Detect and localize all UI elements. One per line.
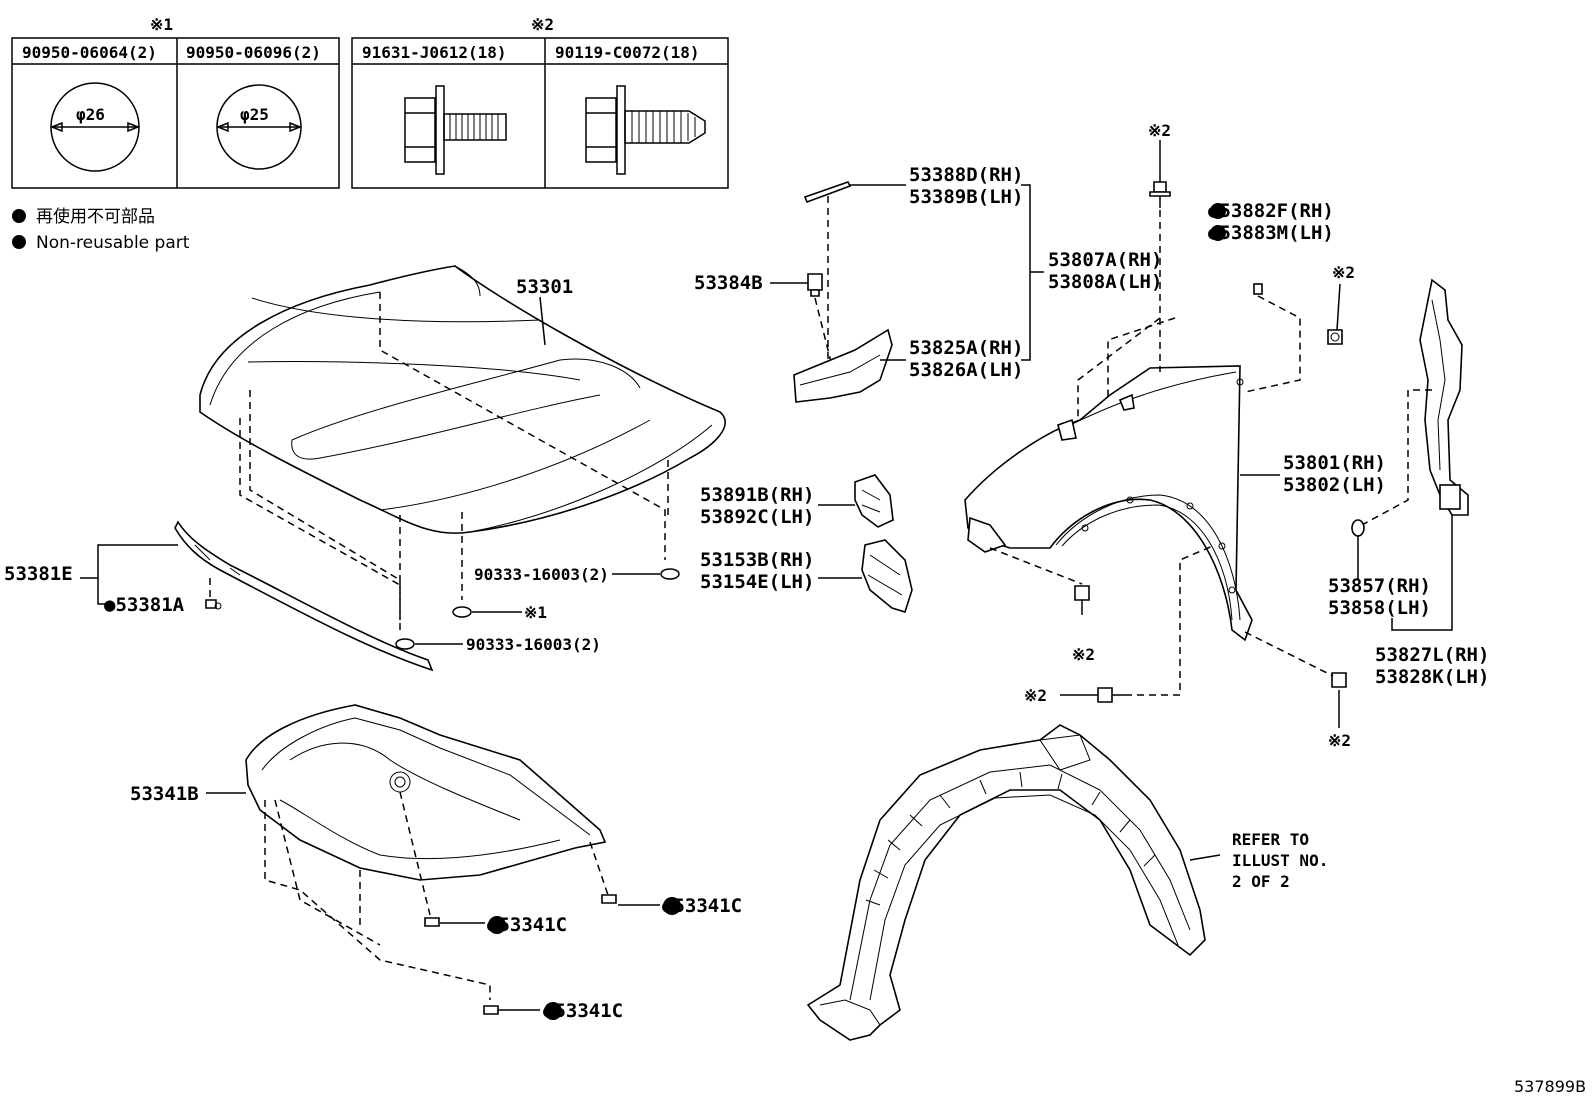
protector-rh-label: 53827L(RH)	[1375, 644, 1489, 666]
fender-rh-label: 53801(RH)	[1283, 452, 1386, 474]
cushion-53384-label: 53384B	[694, 272, 763, 294]
fender-bolt-lower-icon	[1074, 585, 1090, 615]
insulator-clip-1-icon	[601, 894, 617, 904]
table1-frame	[11, 37, 340, 189]
clip-rh-label: ●53882F(RH)	[1208, 200, 1334, 222]
bracket-lh-label: 53826A(LH)	[909, 359, 1023, 381]
protector-lh-label: 53828K(LH)	[1375, 666, 1489, 688]
hood-seal-clip-label: ●53381A	[104, 594, 185, 616]
fender-set-rh-label: 53807A(RH)	[1048, 249, 1162, 271]
hood-dashes	[239, 292, 669, 630]
plug-1-dim: φ26	[76, 105, 105, 124]
insulator-dashes	[264, 791, 609, 1000]
fender-set-lh-label: 53808A(LH)	[1048, 271, 1162, 293]
seal-clip-icon	[205, 599, 222, 610]
group1-mark: ※1	[150, 15, 173, 34]
insulator-clip-2-icon	[424, 917, 440, 927]
side-seal-rh-label: 53891B(RH)	[700, 484, 814, 506]
refer-line-1: REFER TO	[1232, 830, 1309, 849]
insulator-clip-1-label: ●53341C	[662, 895, 742, 917]
bracket-rh-label: 53825A(RH)	[909, 337, 1023, 359]
side-seal-lh-label: 53892C(LH)	[700, 506, 814, 528]
fender-nut-right-icon	[1327, 329, 1343, 345]
bolt-lower-mark: ※2	[1072, 645, 1095, 664]
tapping-screw-icon	[585, 85, 706, 175]
insulator-label: 53341B	[130, 783, 199, 805]
hood-cushion-lh	[395, 638, 415, 650]
hood-insulator	[245, 704, 607, 881]
legend-jp: 再使用不可部品	[36, 206, 155, 227]
fastener-col1-label: 90950-06064(2)	[22, 43, 157, 62]
hood-seal-label: 53381E	[4, 563, 73, 585]
clip-lh-label: ●53883M(LH)	[1208, 222, 1334, 244]
insulator-clip-2-label: ●53341C	[487, 914, 567, 936]
front-fender	[964, 365, 1253, 642]
rear-seal-lh-label: 53858(LH)	[1328, 597, 1431, 619]
nut-bottom-mark: ※2	[1328, 731, 1351, 750]
legend: 再使用不可部品 Non-reusable part	[12, 206, 190, 253]
seal-upper-rh-label: 53388D(RH)	[909, 164, 1023, 186]
flange-bolt-icon	[404, 85, 507, 175]
refer-line-3: 2 OF 2	[1232, 872, 1290, 891]
hole-plug-1-icon	[49, 82, 141, 172]
pad-rh-label: 53153B(RH)	[700, 549, 814, 571]
hole-plug-2-icon	[215, 84, 303, 170]
group2-mark: ※2	[531, 15, 554, 34]
cushion-53384-icon	[807, 273, 823, 297]
fender-bracket	[793, 328, 893, 403]
hood-cushion-rh	[660, 568, 680, 580]
fastener-col2-label: 90950-06096(2)	[186, 43, 321, 62]
legend-en: Non-reusable part	[36, 233, 190, 253]
fastener-col3-label: 91631-J0612(18)	[362, 43, 507, 62]
fastener-table: ※1 ※2 90950-06064(2) 90950-06096(2) 9163…	[11, 15, 729, 189]
side-seal	[854, 474, 894, 528]
rear-seal-rh-label: 53857(RH)	[1328, 575, 1431, 597]
seal-upper-lh-label: 53389B(LH)	[909, 186, 1023, 208]
plug-2-dim: φ25	[240, 105, 269, 124]
cushion-mark-label: ※1	[524, 603, 547, 622]
rear-seal-icon	[1351, 519, 1365, 537]
table2-frame	[351, 37, 729, 189]
nut-right-mark: ※2	[1332, 263, 1355, 282]
hood-panel	[199, 265, 726, 534]
refer-line-2: ILLUST NO.	[1232, 851, 1328, 870]
fender-liner	[806, 724, 1206, 1041]
pad-lh-label: 53154E(LH)	[700, 571, 814, 593]
fender-clip-icon	[1253, 283, 1263, 295]
fender-bolt-bottom-icon	[1097, 687, 1125, 703]
hood-label: 53301	[516, 276, 573, 298]
fender-pad	[861, 539, 913, 613]
cushion-b-label: 90333-16003(2)	[466, 635, 601, 654]
bolt-top-mark: ※2	[1148, 121, 1171, 140]
fender-protector	[1419, 278, 1469, 516]
hood-seal	[174, 520, 434, 672]
insulator-clip-3-icon	[483, 1005, 499, 1015]
fender-lh-label: 53802(LH)	[1283, 474, 1386, 496]
fender-nut-bottom-icon	[1331, 672, 1347, 688]
cushion-a-label: 90333-16003(2)	[474, 565, 609, 584]
insulator-clip-3-label: ●53341C	[543, 1000, 623, 1022]
hood-cushion-mid	[452, 606, 472, 618]
fastener-col4-label: 90119-C0072(18)	[555, 43, 700, 62]
upper-seal-strip	[803, 181, 852, 204]
fender-bolt-top-icon	[1149, 181, 1171, 208]
bolt-bottom-mark: ※2	[1024, 686, 1047, 705]
illustration-number: 537899B	[1514, 1077, 1586, 1096]
